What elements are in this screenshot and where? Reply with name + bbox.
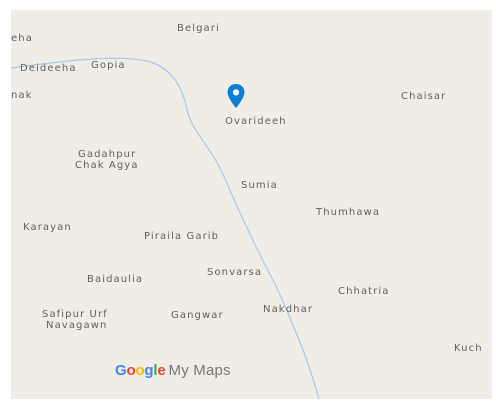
river-path [11, 57, 320, 399]
place-label-karayan: Karayan [23, 222, 72, 233]
google-letter: e [157, 362, 166, 379]
place-label-sonvarsa: Sonvarsa [207, 267, 263, 278]
google-letter: g [144, 362, 154, 379]
place-label-navagawn: Navagawn [46, 320, 108, 331]
google-letter: o [135, 362, 145, 379]
my-maps-wordmark: My Maps [168, 362, 231, 379]
map-canvas[interactable]: Belgari eha Deideeha Gopia nak Chaisar O… [11, 10, 492, 399]
place-label-gangwar: Gangwar [171, 310, 224, 321]
place-label-chaisar: Chaisar [401, 91, 447, 102]
place-label-baidaulia: Baidaulia [87, 274, 144, 285]
place-label-thumhawa: Thumhawa [316, 207, 381, 218]
place-label-eha: eha [11, 33, 33, 44]
google-wordmark: Google [115, 362, 166, 379]
google-letter: G [115, 362, 127, 379]
place-label-safipur-urf: Safipur Urf [42, 309, 108, 320]
place-label-gadahpur: Gadahpur [78, 149, 137, 160]
place-label-ovarideeh: Ovarideeh [225, 116, 287, 127]
place-label-kuch: Kuch [454, 343, 483, 354]
place-label-nakdhar: Nakdhar [263, 304, 314, 315]
place-label-sumia: Sumia [241, 180, 278, 191]
google-letter: o [126, 362, 136, 379]
map-pin-icon[interactable] [226, 83, 246, 109]
place-label-piraila-garib: Piraila Garib [144, 231, 220, 242]
place-label-deideeha: Deideeha [20, 63, 77, 74]
place-label-belgari: Belgari [177, 23, 220, 34]
place-label-gopia: Gopia [91, 60, 126, 71]
map-pin-hole [232, 89, 240, 96]
place-label-chak-agya: Chak Agya [75, 160, 139, 171]
river-line [11, 57, 320, 399]
place-label-chhatria: Chhatria [338, 286, 390, 297]
map-pin-shape [227, 84, 245, 108]
google-letter: l [153, 362, 158, 379]
place-label-nak: nak [11, 90, 33, 101]
